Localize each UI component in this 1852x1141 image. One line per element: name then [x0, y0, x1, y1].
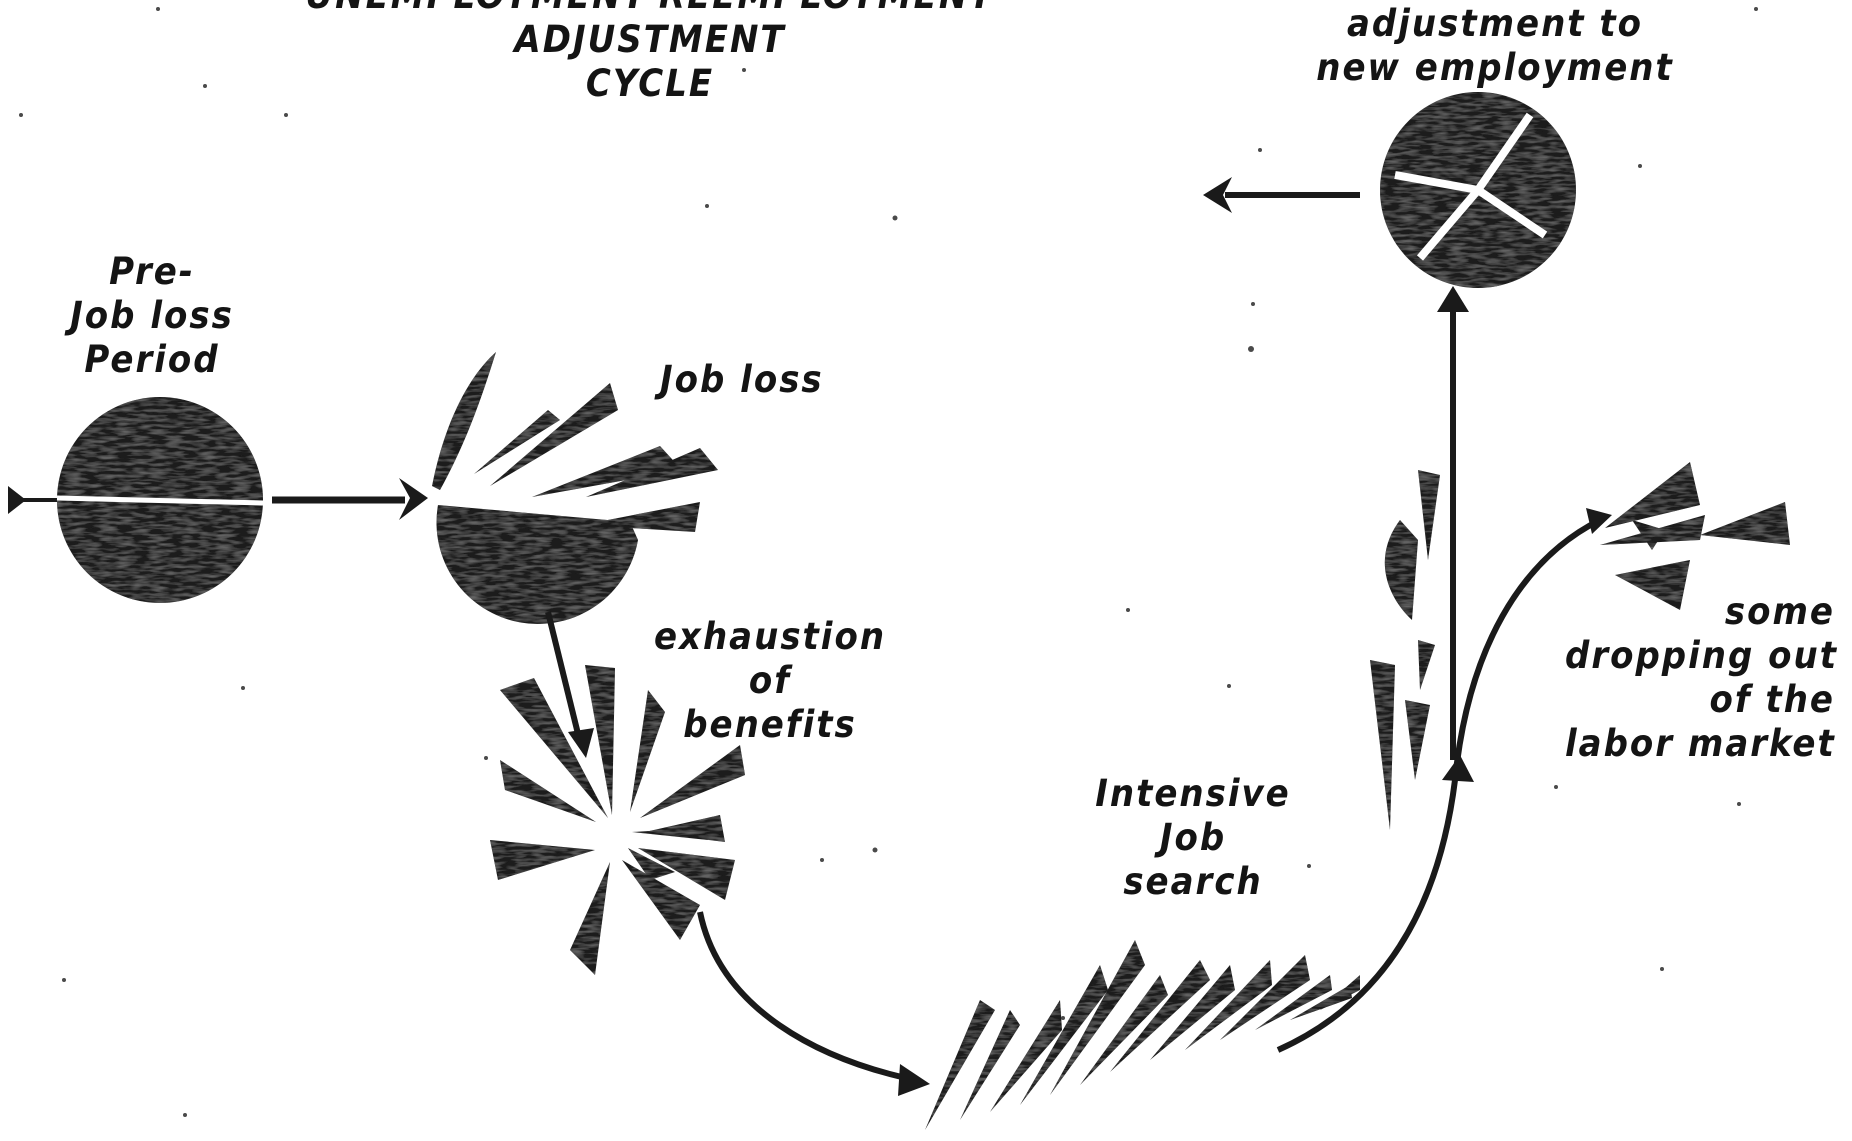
pre-job-loss-line-1: Pre- — [52, 250, 252, 294]
adjustment-line-1: adjustment to — [1300, 2, 1690, 46]
job-loss-label: Job loss — [660, 358, 824, 402]
pre-job-loss-line-3: Period — [52, 338, 252, 382]
intensive-search-line-2: Job — [1068, 816, 1318, 860]
exhaustion-label: exhaustion of benefits — [650, 615, 890, 747]
arrow-to-dropout — [1278, 520, 1600, 1050]
rising-shards — [1370, 470, 1440, 830]
arrow-to-search — [700, 912, 915, 1080]
search-shards — [925, 940, 1360, 1130]
job-loss-text: Job loss — [660, 358, 824, 402]
adjustment-label: adjustment to new employment — [1300, 2, 1690, 90]
pre-job-loss-line-2: Job loss — [52, 294, 252, 338]
title-line-1: UNEMPLOYMENT-REEMPLOYMENT — [260, 0, 1040, 18]
pre-job-loss-label: Pre- Job loss Period — [52, 250, 252, 382]
dropping-out-label: some dropping out of the labor market — [1565, 590, 1835, 766]
pre-job-loss-circle — [8, 397, 263, 603]
dropping-out-line-3: of the — [1565, 678, 1835, 722]
adjustment-circle — [1380, 92, 1576, 288]
title-line-3: CYCLE — [260, 62, 1040, 106]
intensive-search-line-1: Intensive — [1068, 772, 1318, 816]
dropping-out-line-4: labor market — [1565, 722, 1835, 766]
dropping-out-line-1: some — [1565, 590, 1835, 634]
intensive-search-line-3: search — [1068, 860, 1318, 904]
exhaustion-line-3: benefits — [650, 703, 890, 747]
dropout-shards — [1600, 462, 1790, 610]
title-line-2: ADJUSTMENT — [260, 18, 1040, 62]
adjustment-line-2: new employment — [1300, 46, 1690, 90]
exhaustion-line-1: exhaustion — [650, 615, 890, 659]
diagram-title: UNEMPLOYMENT-REEMPLOYMENT ADJUSTMENT CYC… — [260, 0, 1040, 106]
dropping-out-line-2: dropping out — [1565, 634, 1835, 678]
intensive-search-label: Intensive Job search — [1068, 772, 1318, 904]
exhaustion-line-2: of — [650, 659, 890, 703]
